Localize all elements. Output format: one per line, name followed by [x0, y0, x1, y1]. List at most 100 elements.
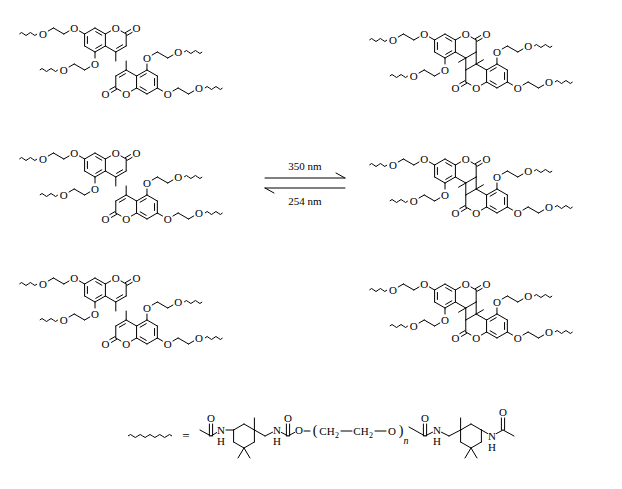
bond-line — [136, 76, 137, 88]
bond-line — [481, 430, 487, 434]
polymer-chain-wavy — [128, 435, 172, 438]
atom-label: O — [410, 196, 418, 207]
bond-line — [518, 49, 523, 52]
bond-line — [286, 424, 287, 436]
bond-line — [466, 52, 476, 58]
bond-line — [127, 157, 132, 160]
atom-label: O — [514, 208, 522, 219]
atom-label: O — [164, 89, 172, 100]
bond-line — [398, 159, 403, 162]
formula-text: CH — [319, 426, 334, 437]
formula-text: CH — [353, 426, 368, 437]
bond-line — [265, 188, 274, 193]
bond-line — [115, 52, 116, 61]
bond-line — [414, 162, 419, 165]
bond-line — [79, 281, 84, 284]
bond-line — [528, 332, 538, 338]
bond-line — [244, 442, 254, 448]
polymer-chain-wavy — [390, 75, 408, 78]
bond-line — [85, 317, 90, 320]
bond-line — [116, 70, 126, 76]
bond-line — [168, 305, 173, 308]
bond-line — [69, 64, 74, 67]
bond-line — [87, 162, 88, 169]
bond-line — [125, 30, 130, 33]
atom-label: O — [133, 23, 141, 34]
bond-line — [496, 58, 497, 64]
bond-line — [115, 76, 116, 88]
atom-label: H — [217, 436, 225, 447]
bond-line — [95, 171, 105, 177]
bond-line — [105, 31, 110, 34]
formula-text: ( — [313, 424, 318, 438]
bond-line — [126, 34, 127, 46]
atom-label: O — [101, 214, 109, 225]
bond-line — [465, 448, 471, 458]
bond-line — [460, 331, 465, 334]
bond-line — [105, 284, 106, 296]
bond-line — [476, 314, 486, 320]
bond-line — [501, 418, 502, 430]
bond-line — [419, 195, 424, 198]
bond-line — [446, 51, 452, 54]
bond-line — [487, 189, 497, 195]
bond-line — [126, 61, 127, 70]
bond-line — [96, 32, 102, 35]
bond-line — [445, 183, 446, 189]
bond-line — [53, 28, 63, 34]
bond-line — [434, 290, 435, 302]
bond-line — [419, 70, 424, 73]
bond-line — [146, 189, 147, 195]
bond-line — [87, 287, 88, 294]
bond-line — [502, 46, 507, 49]
atom-label: O — [70, 273, 78, 284]
bond-line — [85, 153, 95, 159]
bond-line — [409, 427, 425, 436]
bond-line — [209, 424, 210, 436]
bond-line — [507, 320, 508, 332]
bond-line — [85, 296, 95, 302]
bond-line — [435, 52, 445, 58]
atom-label: H — [273, 436, 281, 447]
bond-line — [95, 296, 105, 302]
atom-label: O — [524, 291, 532, 302]
atom-label: O — [91, 309, 99, 320]
bond-line — [455, 165, 456, 177]
atom-label: O — [389, 285, 397, 296]
atom-label: O — [112, 23, 120, 34]
bond-line — [460, 430, 461, 442]
bond-line — [178, 213, 188, 219]
bond-line — [84, 284, 85, 296]
bond-line — [490, 318, 496, 321]
bond-line — [437, 43, 438, 50]
bond-line — [481, 82, 486, 85]
bond-line — [461, 83, 466, 86]
bond-line — [429, 287, 434, 290]
bond-line — [403, 159, 413, 165]
bond-line — [116, 296, 126, 302]
atom-label: O — [122, 339, 130, 350]
bond-line — [147, 88, 157, 94]
bond-line — [446, 301, 452, 304]
bond-line — [147, 320, 157, 326]
atom-label: O — [112, 148, 120, 159]
bond-line — [105, 171, 115, 177]
polymer-chain-wavy — [369, 289, 387, 292]
bond-line — [487, 82, 497, 88]
bond-line — [476, 165, 477, 177]
bond-line — [136, 201, 137, 213]
bond-line — [539, 335, 544, 338]
bond-line — [95, 302, 96, 308]
bond-line — [429, 37, 434, 40]
bond-line — [424, 195, 434, 201]
atom-label: O — [472, 83, 480, 94]
atom-label: O — [389, 35, 397, 46]
atom-label: O — [70, 23, 78, 34]
bond-line — [445, 34, 455, 40]
atom-label: O — [164, 214, 172, 225]
bond-line — [460, 206, 465, 209]
bond-line — [212, 424, 213, 436]
formula-text: ) — [399, 424, 404, 438]
bond-line — [173, 213, 178, 216]
bond-line — [375, 431, 386, 432]
